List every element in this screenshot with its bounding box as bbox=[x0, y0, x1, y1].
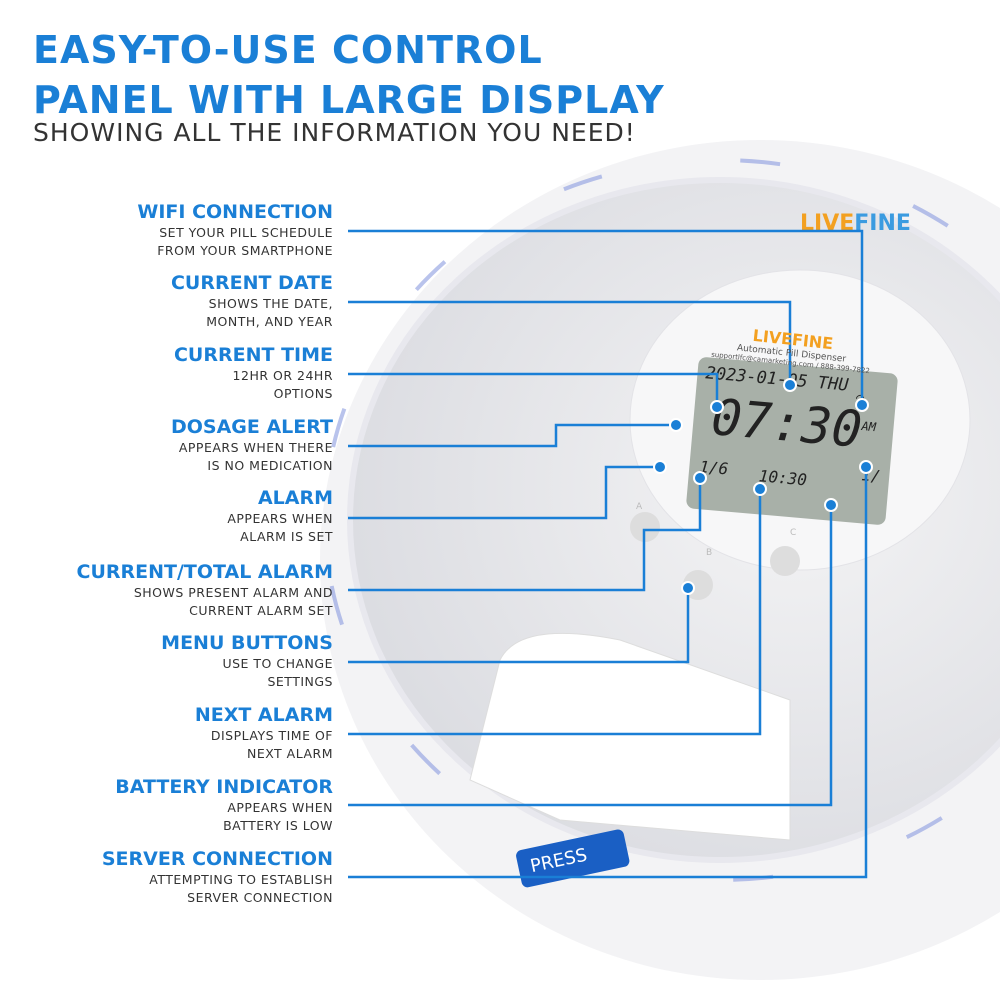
callout-title: WIFI CONNECTION bbox=[137, 201, 333, 223]
callout-desc: SET YOUR PILL SCHEDULE bbox=[159, 225, 333, 240]
callout-desc: FROM YOUR SMARTPHONE bbox=[157, 243, 333, 258]
callout-desc: APPEARS WHEN THERE bbox=[178, 440, 333, 455]
lcd-next-alarm: 10:30 bbox=[758, 466, 808, 490]
lcd-alarm-count: 1/6 bbox=[698, 457, 730, 479]
callout-title: CURRENT TIME bbox=[173, 344, 333, 366]
callout-menu-buttons: MENU BUTTONS USE TO CHANGE SETTINGS bbox=[161, 631, 333, 691]
callout-title: SERVER CONNECTION bbox=[101, 848, 333, 870]
callout-title: ALARM bbox=[257, 487, 333, 509]
callout-desc: SHOWS PRESENT ALARM AND bbox=[133, 585, 333, 600]
callout-desc: USE TO CHANGE bbox=[222, 656, 333, 671]
callout-desc: SHOWS THE DATE, bbox=[208, 296, 333, 311]
callout-title: BATTERY INDICATOR bbox=[115, 776, 333, 798]
brand-logo-large: LIVEFINE bbox=[800, 211, 911, 236]
lcd-display: 2023-01-05 THU 07:30 AM 1/6 10:30 1/ ◠ bbox=[685, 356, 899, 526]
callout-desc: IS NO MEDICATION bbox=[207, 458, 333, 473]
menu-button-b[interactable]: B bbox=[706, 548, 713, 558]
headline-line-1: EASY-TO-USE CONTROL bbox=[33, 28, 543, 72]
callout-desc: 12HR OR 24HR bbox=[232, 368, 333, 383]
subtitle: SHOWING ALL THE INFORMATION YOU NEED! bbox=[33, 118, 636, 147]
callout-server-connection: SERVER CONNECTION ATTEMPTING TO ESTABLISH… bbox=[102, 847, 333, 907]
callout-alarm: ALARM APPEARS WHEN ALARM IS SET bbox=[227, 486, 333, 546]
callout-title: DOSAGE ALERT bbox=[170, 416, 333, 438]
callout-current-date: CURRENT DATE SHOWS THE DATE, MONTH, AND YE… bbox=[171, 271, 333, 331]
callout-title: MENU BUTTONS bbox=[161, 632, 333, 654]
callout-current-total-alarm: CURRENT/TOTAL ALARM SHOWS PRESENT ALARM A… bbox=[77, 560, 334, 620]
lcd-server-indicator: 1/ bbox=[860, 465, 882, 486]
callout-title: NEXT ALARM bbox=[194, 704, 333, 726]
callout-desc: CURRENT ALARM SET bbox=[189, 603, 333, 618]
menu-button-c[interactable]: C bbox=[790, 528, 797, 538]
callout-battery-indicator: BATTERY INDICATOR APPEARS WHEN BATTERY IS … bbox=[115, 775, 333, 835]
menu-button-a[interactable]: A bbox=[636, 502, 643, 512]
callout-desc: MONTH, AND YEAR bbox=[206, 314, 333, 329]
callout-desc: DISPLAYS TIME OF bbox=[210, 728, 333, 743]
callout-title: CURRENT/TOTAL ALARM bbox=[76, 561, 334, 583]
wifi-icon: ◠ bbox=[855, 390, 866, 408]
callout-current-time: CURRENT TIME 12HR OR 24HR OPTIONS bbox=[174, 343, 333, 403]
callout-title: CURRENT DATE bbox=[170, 272, 333, 294]
callout-desc: BATTERY IS LOW bbox=[223, 818, 333, 833]
callout-desc: APPEARS WHEN bbox=[227, 511, 333, 526]
lcd-ampm: AM bbox=[860, 419, 877, 435]
callout-desc: SETTINGS bbox=[267, 674, 333, 689]
callout-desc: APPEARS WHEN bbox=[227, 800, 333, 815]
callout-desc: OPTIONS bbox=[273, 386, 333, 401]
callout-wifi-connection: WIFI CONNECTION SET YOUR PILL SCHEDULE FRO… bbox=[137, 200, 333, 260]
callout-next-alarm: NEXT ALARM DISPLAYS TIME OF NEXT ALARM bbox=[195, 703, 333, 763]
callout-desc: SERVER CONNECTION bbox=[187, 890, 333, 905]
headline-line-2: PANEL WITH LARGE DISPLAY bbox=[33, 78, 665, 122]
callout-desc: ATTEMPTING TO ESTABLISH bbox=[149, 872, 333, 887]
callout-desc: NEXT ALARM bbox=[246, 746, 333, 761]
lcd-time: 07:30 bbox=[709, 388, 865, 459]
callout-dosage-alert: DOSAGE ALERT APPEARS WHEN THERE IS NO MEDI… bbox=[171, 415, 333, 475]
callout-desc: ALARM IS SET bbox=[240, 529, 333, 544]
